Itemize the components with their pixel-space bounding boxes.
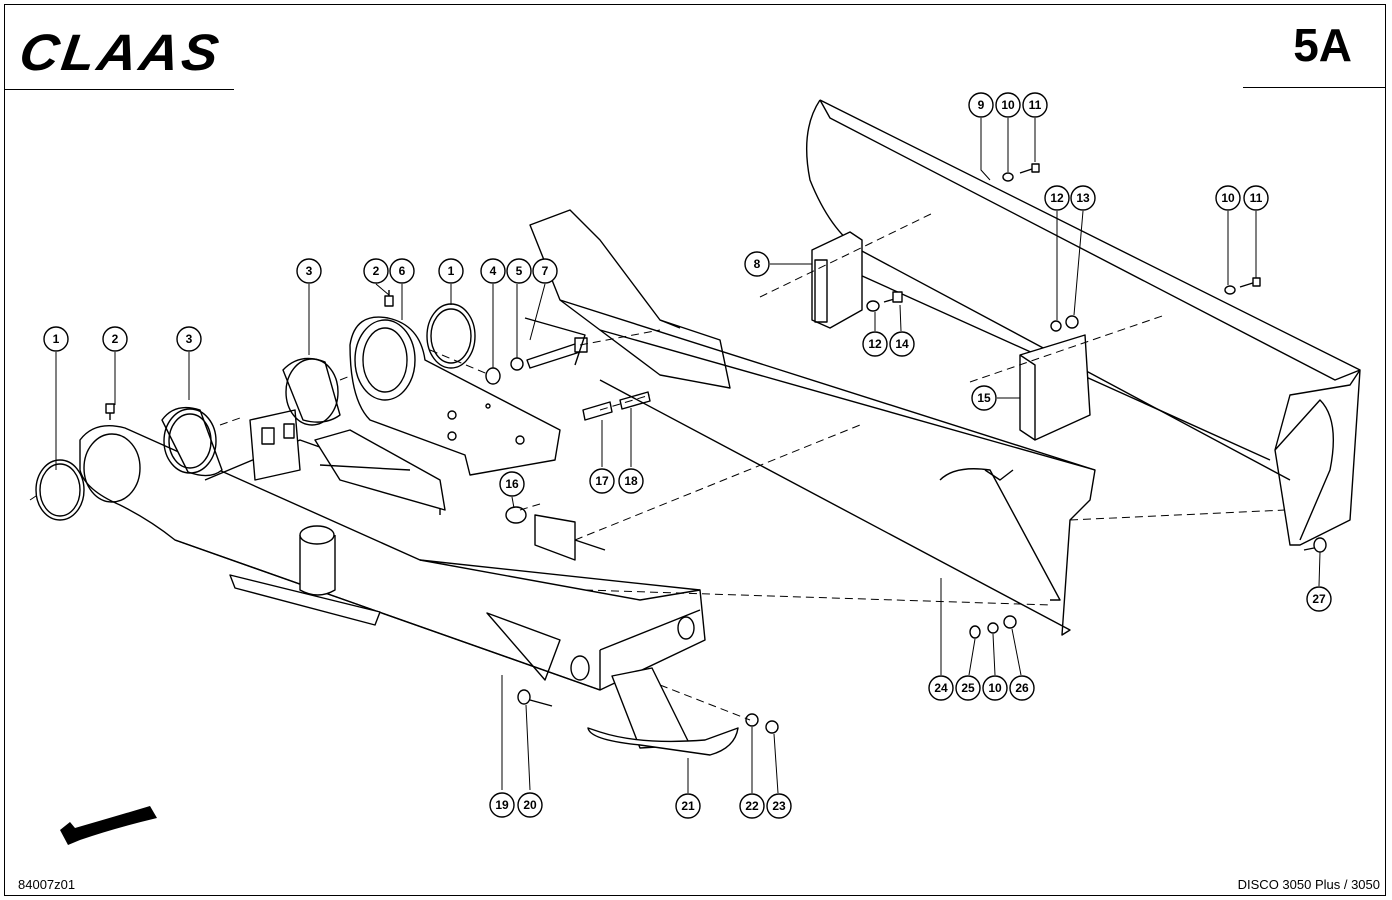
seal-ring-1b	[426, 303, 476, 369]
callout-bubble: 14	[889, 331, 915, 357]
page-number: 5A	[1293, 19, 1352, 71]
callout-bubble: 17	[589, 468, 615, 494]
skid-21	[587, 727, 739, 756]
svg-text:19: 19	[495, 798, 509, 812]
svg-text:17: 17	[595, 474, 609, 488]
svg-text:22: 22	[745, 799, 759, 813]
callout-bubble: 16	[499, 471, 525, 497]
callout-bubble: 22	[739, 793, 765, 819]
svg-text:11: 11	[1029, 98, 1042, 112]
svg-text:3: 3	[186, 332, 193, 346]
svg-text:24: 24	[934, 681, 948, 695]
svg-text:10: 10	[1221, 191, 1235, 205]
callout-bubble: 7	[532, 258, 558, 284]
bracket-8	[811, 231, 863, 329]
callout-bubble: 2	[363, 258, 389, 284]
svg-text:6: 6	[399, 264, 406, 278]
svg-text:11: 11	[1250, 191, 1263, 205]
svg-text:2: 2	[373, 264, 380, 278]
svg-text:15: 15	[977, 391, 991, 405]
grease-nipple-16	[505, 506, 527, 524]
callout-bubble: 23	[766, 793, 792, 819]
callout-bubble: 6	[389, 258, 415, 284]
svg-text:20: 20	[523, 798, 537, 812]
callout-bubble: 25	[955, 675, 981, 701]
svg-text:25: 25	[961, 681, 975, 695]
direction-arrow-icon	[60, 806, 157, 845]
callout-bubble: 2	[102, 326, 128, 352]
header-rule-right	[1243, 87, 1386, 88]
callout-bubble: 11	[1243, 185, 1269, 211]
header-rule-left	[4, 89, 234, 90]
svg-text:5: 5	[516, 264, 523, 278]
svg-text:10: 10	[1001, 98, 1015, 112]
bush-4	[485, 367, 501, 385]
upper-guard	[529, 209, 731, 389]
rear-guard-panel	[806, 99, 1361, 546]
svg-text:12: 12	[868, 337, 882, 351]
skid-support	[611, 667, 691, 749]
svg-text:10: 10	[988, 681, 1002, 695]
svg-text:1: 1	[53, 332, 60, 346]
svg-text:21: 21	[681, 799, 695, 813]
svg-text:2: 2	[112, 332, 119, 346]
callout-bubble: 10	[982, 675, 1008, 701]
drawing-code: 84007z01	[18, 877, 76, 892]
bushing-3b	[282, 357, 341, 423]
callout-bubble: 13	[1070, 185, 1096, 211]
svg-text:14: 14	[895, 337, 909, 351]
swing-arm-beam	[79, 409, 706, 691]
callout-bubble: 3	[296, 258, 322, 284]
svg-text:23: 23	[772, 799, 786, 813]
callout-bubble: 10	[1215, 185, 1241, 211]
callout-bubble: 3	[176, 326, 202, 352]
bushing-3	[161, 406, 223, 477]
callout-bubble: 1	[438, 258, 464, 284]
machine-model: DISCO 3050 Plus / 3050	[1237, 877, 1380, 892]
svg-text:4: 4	[490, 264, 497, 278]
callout-bubble: 5	[506, 258, 532, 284]
svg-text:16: 16	[505, 477, 519, 491]
pivot-bracket	[349, 316, 561, 476]
callout-bubble: 21	[675, 793, 701, 819]
callout-bubble: 11	[1022, 92, 1048, 118]
svg-text:13: 13	[1076, 191, 1090, 205]
callout-bubble: 1	[43, 326, 69, 352]
callout-bubble: 18	[618, 468, 644, 494]
bracket-15	[1019, 334, 1091, 441]
svg-text:27: 27	[1312, 592, 1326, 606]
callout-bubble: 27	[1306, 586, 1332, 612]
pin-17	[582, 401, 613, 421]
callout-bubble: 4	[480, 258, 506, 284]
pin-18	[619, 391, 651, 410]
callout-bubble: 26	[1009, 675, 1035, 701]
svg-text:12: 12	[1050, 191, 1064, 205]
callout-bubble: 20	[517, 792, 543, 818]
svg-text:7: 7	[542, 264, 549, 278]
bolt-7	[526, 343, 581, 369]
callout-bubble: 19	[489, 792, 515, 818]
svg-text:8: 8	[754, 257, 761, 271]
callout-bubble: 12	[862, 331, 888, 357]
svg-text:18: 18	[624, 474, 638, 488]
callout-bubble: 9	[968, 92, 994, 118]
callout-bubble: 15	[971, 385, 997, 411]
svg-text:9: 9	[978, 98, 985, 112]
svg-text:3: 3	[306, 264, 313, 278]
seal-ring-1	[35, 459, 85, 521]
svg-text:26: 26	[1015, 681, 1029, 695]
callout-bubble: 8	[744, 251, 770, 277]
callout-bubble: 12	[1044, 185, 1070, 211]
svg-text:1: 1	[448, 264, 455, 278]
callout-bubble: 24	[928, 675, 954, 701]
callout-bubble: 10	[995, 92, 1021, 118]
washer-5	[510, 357, 524, 371]
drawing-frame	[4, 4, 1386, 896]
